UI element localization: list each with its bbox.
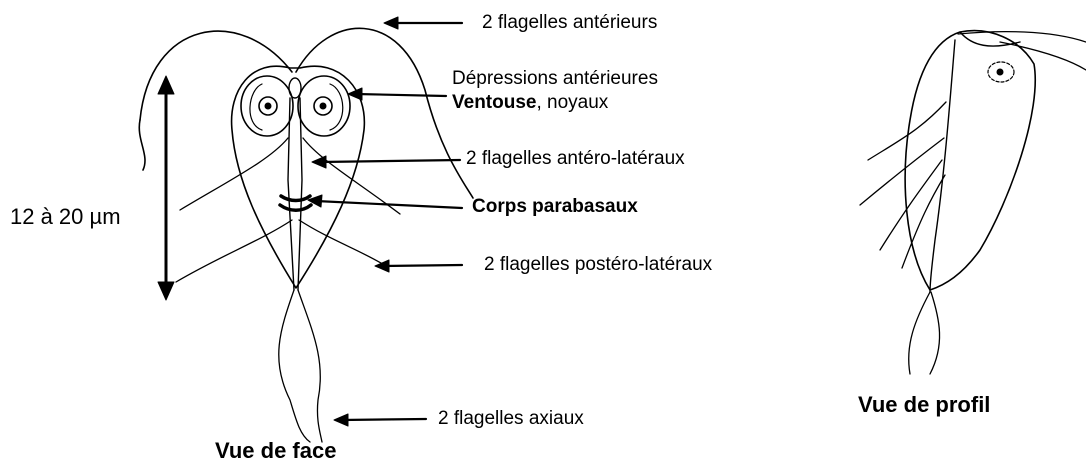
postero-lateral-flagellum-right bbox=[299, 220, 386, 266]
anterior-flagellum-left-tail bbox=[139, 120, 145, 170]
profile-body bbox=[905, 31, 1035, 290]
profile-flagellum-2 bbox=[860, 138, 944, 205]
label-ventouse: Ventouse bbox=[452, 92, 536, 113]
label-ventouse-line: Ventouse, noyaux bbox=[452, 92, 608, 114]
label-size: 12 à 20 µm bbox=[10, 206, 121, 228]
label-anterior-flagella: 2 flagelles antérieurs bbox=[482, 12, 657, 34]
anterior-flagellum-right bbox=[296, 28, 473, 198]
profile-flagellum-front bbox=[958, 32, 1086, 42]
profile-tail-right bbox=[930, 292, 940, 374]
parabasal-body-1 bbox=[281, 196, 310, 201]
axial-flagellum-left bbox=[279, 290, 310, 442]
caption-front-view: Vue de face bbox=[215, 440, 336, 462]
ventral-disc-inner-left bbox=[250, 84, 262, 130]
label-axial: 2 flagelles axiaux bbox=[438, 408, 584, 430]
label-parabasal: Corps parabasaux bbox=[472, 196, 638, 218]
parabasal-body-2 bbox=[280, 205, 311, 210]
profile-tail-left bbox=[909, 292, 930, 374]
arrow-depressions bbox=[356, 94, 446, 96]
size-arrow-head-bottom bbox=[158, 282, 174, 300]
profile-flagellum-front-2 bbox=[1000, 42, 1086, 70]
label-noyaux: , noyaux bbox=[536, 92, 608, 113]
arrow-parabasal bbox=[316, 201, 462, 208]
profile-nucleus-dot bbox=[997, 69, 1003, 75]
axial-flagellum-right bbox=[298, 290, 322, 442]
axostyle-right bbox=[298, 98, 302, 290]
arrow-antero-lateral bbox=[320, 160, 460, 162]
arrow-postero-lateral bbox=[383, 265, 462, 266]
size-arrow-head-top bbox=[158, 76, 174, 94]
label-antero-lateral: 2 flagelles antéro-latéraux bbox=[466, 148, 685, 170]
nucleus-left-dot bbox=[265, 103, 271, 109]
profile-view-drawing bbox=[860, 31, 1086, 374]
nucleus-right-dot bbox=[320, 103, 326, 109]
profile-axostyle bbox=[930, 40, 955, 292]
label-depressions: Dépressions antérieures bbox=[452, 68, 658, 90]
arrow-axial bbox=[342, 419, 426, 420]
profile-flagellum-1 bbox=[868, 102, 946, 160]
caption-profile-view: Vue de profil bbox=[858, 394, 990, 416]
axostyle-left bbox=[288, 98, 294, 290]
label-postero-lateral: 2 flagelles postéro-latéraux bbox=[484, 254, 712, 276]
apical-notch bbox=[289, 78, 301, 98]
